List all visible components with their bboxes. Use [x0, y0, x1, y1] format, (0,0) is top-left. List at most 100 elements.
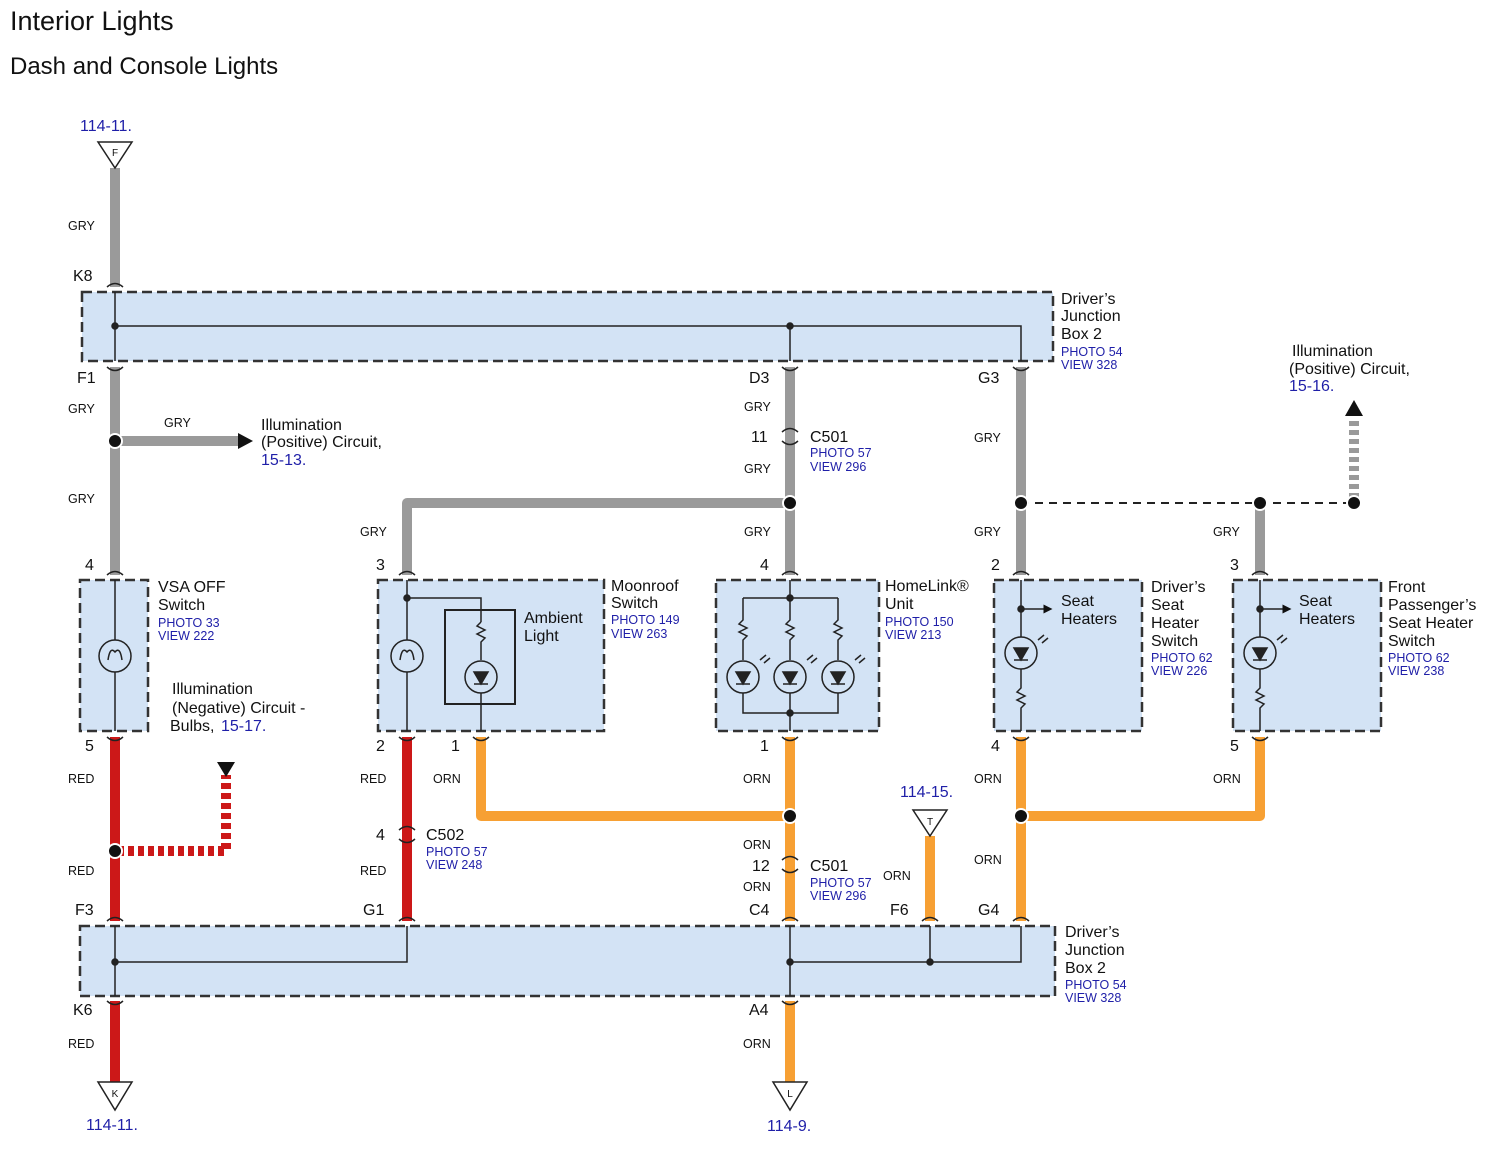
illum-pos-1-line2: (Positive) Circuit, — [261, 434, 382, 451]
c501-bottom-view[interactable]: VIEW 296 — [810, 889, 866, 903]
moonroof-view[interactable]: VIEW 263 — [611, 627, 667, 641]
wire-label: ORN — [883, 869, 911, 883]
wire-label: ORN — [974, 853, 1002, 867]
wire-label: ORN — [743, 772, 771, 786]
pin-label: F1 — [77, 370, 96, 387]
wire-label: GRY — [164, 416, 192, 430]
pin-labels: K8 F1 D3 G3 F3 G1 C4 F6 G4 K6 A4 4 5 3 2… — [73, 268, 1239, 1019]
c501-bottom-photo[interactable]: PHOTO 57 — [810, 876, 872, 890]
pass-seat-photo[interactable]: PHOTO 62 — [1388, 651, 1450, 665]
homelink-name: Unit — [885, 596, 914, 613]
pin-label: 2 — [376, 738, 385, 755]
ref-link-bottom-mid[interactable]: 114-9. — [767, 1118, 811, 1135]
jb-top-name: Junction — [1061, 308, 1121, 325]
illum-neg-line3: Bulbs, — [170, 718, 214, 735]
terminal-k-label: K — [112, 1089, 119, 1100]
moonroof-photo[interactable]: PHOTO 149 — [611, 613, 680, 627]
ref-link-mid[interactable]: 114-15. — [900, 784, 953, 801]
wire-label: ORN — [974, 772, 1002, 786]
connector-marks — [106, 282, 1269, 1006]
jb-bottom-photo[interactable]: PHOTO 54 — [1065, 978, 1127, 992]
c501-top-view[interactable]: VIEW 296 — [810, 460, 866, 474]
wire-label: GRY — [1213, 525, 1241, 539]
pin-label: 4 — [991, 738, 1000, 755]
pin-label: 1 — [451, 738, 460, 755]
jb-bottom-name: Driver’s — [1065, 924, 1120, 941]
wire-color-labels: GRY GRY GRY GRY GRY GRY GRY GRY GRY GRY … — [68, 219, 1241, 1051]
pin-label: 4 — [376, 827, 385, 844]
wire-red-illum-neg — [118, 775, 231, 856]
splice-dot — [1013, 495, 1029, 511]
pin-label: G4 — [978, 902, 999, 919]
c502-photo[interactable]: PHOTO 57 — [426, 845, 488, 859]
pin-label: 3 — [376, 557, 385, 574]
vsa-photo[interactable]: PHOTO 33 — [158, 616, 220, 630]
c501-top-photo[interactable]: PHOTO 57 — [810, 446, 872, 460]
terminal-t-icon — [911, 809, 949, 838]
pass-seat-name: Seat Heater — [1388, 615, 1474, 632]
illum-pos-1-line1: Illumination — [261, 417, 342, 434]
pin-label: A4 — [749, 1002, 769, 1019]
driver-seat-view[interactable]: VIEW 226 — [1151, 664, 1207, 678]
jb-top-name: Box 2 — [1061, 326, 1102, 343]
terminal-t-label: T — [927, 817, 933, 828]
ambient-light-label: Light — [524, 628, 559, 645]
terminal-l-icon — [771, 1081, 809, 1112]
pin-label: 1 — [760, 738, 769, 755]
seat-heaters-label: Seat — [1299, 593, 1332, 610]
seat-heaters-label: Seat — [1061, 593, 1094, 610]
jb-top-view[interactable]: VIEW 328 — [1061, 358, 1117, 372]
illum-pos-2-link[interactable]: 15-16. — [1289, 378, 1334, 395]
pass-seat-view[interactable]: VIEW 238 — [1388, 664, 1444, 678]
ambient-light-label: Ambient — [524, 610, 583, 627]
homelink-photo[interactable]: PHOTO 150 — [885, 615, 954, 629]
jb-top-photo[interactable]: PHOTO 54 — [1061, 345, 1123, 359]
wire-gry-moonroof — [402, 498, 790, 575]
homelink-view[interactable]: VIEW 213 — [885, 628, 941, 642]
splice-dot — [1252, 495, 1268, 511]
terminal-f-icon — [96, 141, 134, 170]
illum-pos-2-line2: (Positive) Circuit, — [1289, 361, 1410, 378]
wire-label: ORN — [743, 1037, 771, 1051]
driver-seat-photo[interactable]: PHOTO 62 — [1151, 651, 1213, 665]
terminal-l-label: L — [787, 1089, 793, 1100]
wire-label: GRY — [744, 400, 772, 414]
homelink-unit-box — [714, 578, 881, 733]
wire-label: GRY — [68, 492, 96, 506]
pin-label: G1 — [363, 902, 384, 919]
c502-view[interactable]: VIEW 248 — [426, 858, 482, 872]
driver-seat-internal — [1004, 580, 1053, 731]
wire-label: GRY — [744, 525, 772, 539]
homelink-name: HomeLink® — [885, 578, 969, 595]
jb-bottom-view[interactable]: VIEW 328 — [1065, 991, 1121, 1005]
jb-bottom-name: Junction — [1065, 942, 1125, 959]
terminal-k-icon — [96, 1081, 134, 1112]
pin-label: C4 — [749, 902, 770, 919]
ref-link-top-left[interactable]: 114-11. — [80, 118, 132, 135]
illum-pos-1-link[interactable]: 15-13. — [261, 452, 306, 469]
page-title: Interior Lights — [10, 6, 174, 36]
vsa-internal-bulb — [98, 580, 132, 731]
connector-c501-top: C501 — [810, 429, 848, 446]
ref-link-bottom-left[interactable]: 114-11. — [86, 1117, 138, 1134]
pin-label: F3 — [75, 902, 94, 919]
illum-pos-2-line1: Illumination — [1292, 343, 1373, 360]
vsa-view[interactable]: VIEW 222 — [158, 629, 214, 643]
splice-dot — [1013, 808, 1029, 824]
wire-label: ORN — [743, 838, 771, 852]
vsa-off-switch-box — [78, 578, 150, 733]
moonroof-switch-box — [376, 578, 606, 733]
pin-label: 11 — [751, 429, 768, 446]
wire-label: GRY — [974, 431, 1002, 445]
pin-label: F6 — [890, 902, 909, 919]
illum-neg-link[interactable]: 15-17. — [221, 718, 266, 735]
connector-c502: C502 — [426, 827, 464, 844]
wire-orn-moonroof — [476, 737, 790, 821]
passenger-seat-internal — [1243, 580, 1292, 731]
vsa-name: VSA OFF — [158, 579, 226, 596]
pin-label: 4 — [85, 557, 94, 574]
driver-seat-name: Heater — [1151, 615, 1200, 632]
moonroof-internal — [390, 580, 516, 731]
moonroof-name: Switch — [611, 595, 658, 612]
